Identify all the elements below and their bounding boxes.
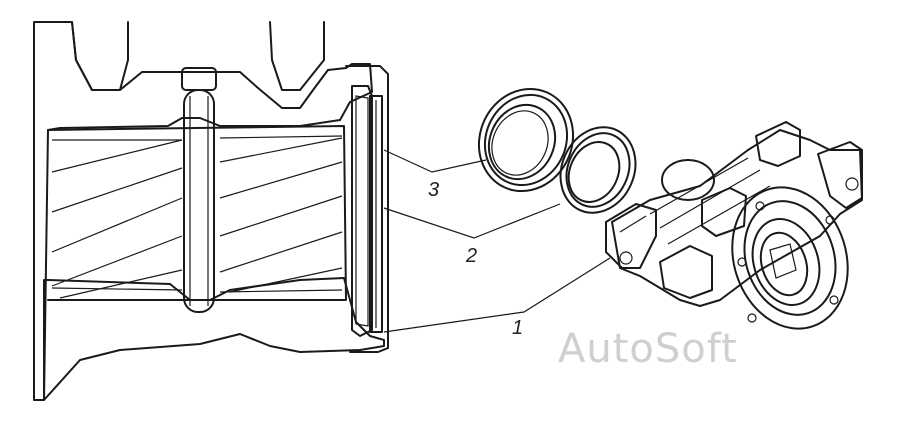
leader-lines — [383, 149, 611, 333]
callout-2: 2 — [465, 245, 477, 267]
housing-section — [33, 21, 389, 401]
leader-3 — [383, 149, 487, 173]
callout-3: 3 — [428, 179, 439, 201]
watermark: AutoSoft — [558, 326, 738, 372]
leader-2 — [383, 203, 561, 239]
callout-1: 1 — [512, 317, 523, 339]
bracket-cover-1 — [605, 121, 863, 330]
leader-1 — [383, 257, 611, 333]
seal-ring-2 — [559, 126, 637, 214]
seal-ring-3 — [477, 87, 575, 193]
